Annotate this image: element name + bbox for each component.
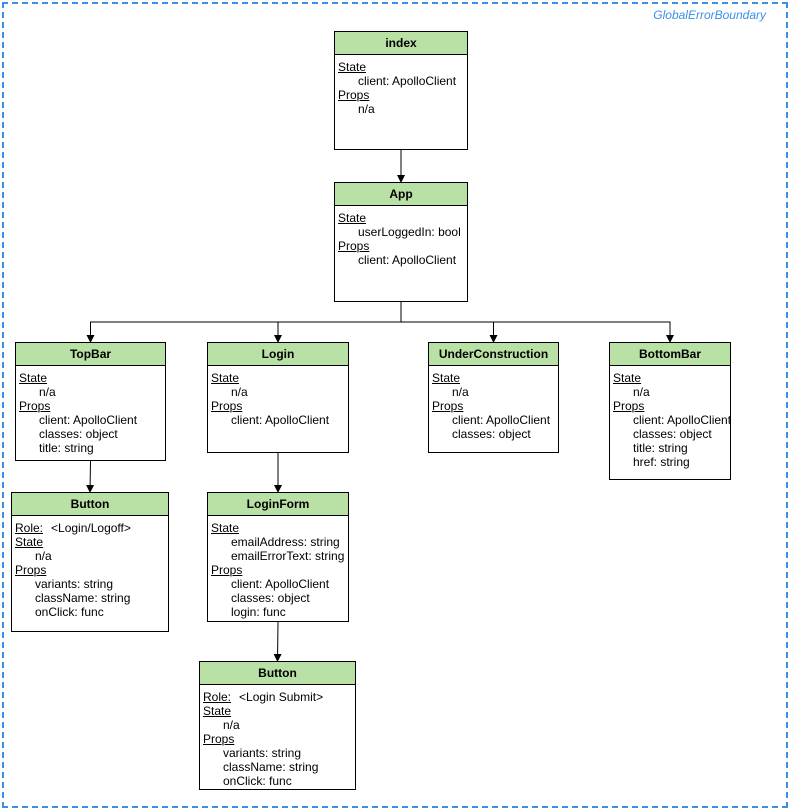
state-item: n/a xyxy=(35,549,52,563)
state-item: emailErrorText: string xyxy=(231,549,345,563)
state-item: emailAddress: string xyxy=(231,535,340,549)
prop-item: className: string xyxy=(223,760,319,774)
role-label: Role: xyxy=(203,690,232,704)
state-label: State xyxy=(338,60,367,74)
state-label: State xyxy=(613,371,642,385)
state-item: n/a xyxy=(452,385,469,399)
edge-app-to-bottombar xyxy=(400,302,674,343)
prop-item: client: ApolloClient xyxy=(39,413,138,427)
role-row: Role: <Login/Logoff> xyxy=(15,521,165,535)
prop-item: classes: object xyxy=(231,591,310,605)
boundary-label: GlobalErrorBoundary xyxy=(651,8,768,22)
prop-item: login: func xyxy=(231,605,286,619)
edge-loginform-to-button2 xyxy=(273,621,282,662)
props-label: Props xyxy=(432,399,464,413)
prop-item: onClick: func xyxy=(35,605,104,619)
props-label: Props xyxy=(211,563,243,577)
state-item: userLoggedIn: bool xyxy=(358,225,461,239)
props-label: Props xyxy=(211,399,243,413)
node-title: Button xyxy=(200,662,355,685)
prop-item: href: string xyxy=(633,455,690,469)
state-item: n/a xyxy=(223,718,240,732)
prop-item: n/a xyxy=(358,102,375,116)
role-row: Role: <Login Submit> xyxy=(203,690,352,704)
prop-item: client: ApolloClient xyxy=(633,413,732,427)
prop-item: variants: string xyxy=(35,577,114,591)
prop-item: client: ApolloClient xyxy=(452,413,551,427)
state-label: State xyxy=(338,211,367,225)
state-label: State xyxy=(211,371,240,385)
state-label: State xyxy=(15,535,44,549)
state-label: State xyxy=(19,371,48,385)
prop-item: title: string xyxy=(39,441,94,455)
props-label: Props xyxy=(15,563,47,577)
node-title: BottomBar xyxy=(610,343,730,366)
node-title: Login xyxy=(208,343,348,366)
state-label: State xyxy=(203,704,232,718)
edge-topbar-to-button1 xyxy=(86,460,95,493)
prop-item: classes: object xyxy=(633,427,712,441)
node-title: index xyxy=(335,32,467,55)
prop-item: variants: string xyxy=(223,746,302,760)
node-title: UnderConstruction xyxy=(429,343,558,366)
state-item: n/a xyxy=(633,385,650,399)
props-label: Props xyxy=(203,732,235,746)
state-item: client: ApolloClient xyxy=(358,74,457,88)
state-item: n/a xyxy=(231,385,248,399)
node-title: TopBar xyxy=(16,343,165,366)
state-item: n/a xyxy=(39,385,56,399)
prop-item: classes: object xyxy=(452,427,531,441)
prop-item: title: string xyxy=(633,441,688,455)
state-label: State xyxy=(211,521,240,535)
node-title: App xyxy=(335,183,467,206)
prop-item: className: string xyxy=(35,591,131,605)
role-value: <Login Submit> xyxy=(239,690,324,704)
role-label: Role: xyxy=(15,521,44,535)
node-title: LoginForm xyxy=(208,493,348,516)
state-label: State xyxy=(432,371,461,385)
role-value: <Login/Logoff> xyxy=(51,521,131,535)
props-label: Props xyxy=(613,399,645,413)
prop-item: client: ApolloClient xyxy=(358,253,457,267)
prop-item: onClick: func xyxy=(223,774,292,788)
prop-item: client: ApolloClient xyxy=(231,413,330,427)
prop-item: classes: object xyxy=(39,427,118,441)
props-label: Props xyxy=(338,239,370,253)
props-label: Props xyxy=(19,399,51,413)
prop-item: client: ApolloClient xyxy=(231,577,330,591)
node-title: Button xyxy=(12,493,168,516)
edge-app-to-login xyxy=(274,302,402,343)
props-label: Props xyxy=(338,88,370,102)
